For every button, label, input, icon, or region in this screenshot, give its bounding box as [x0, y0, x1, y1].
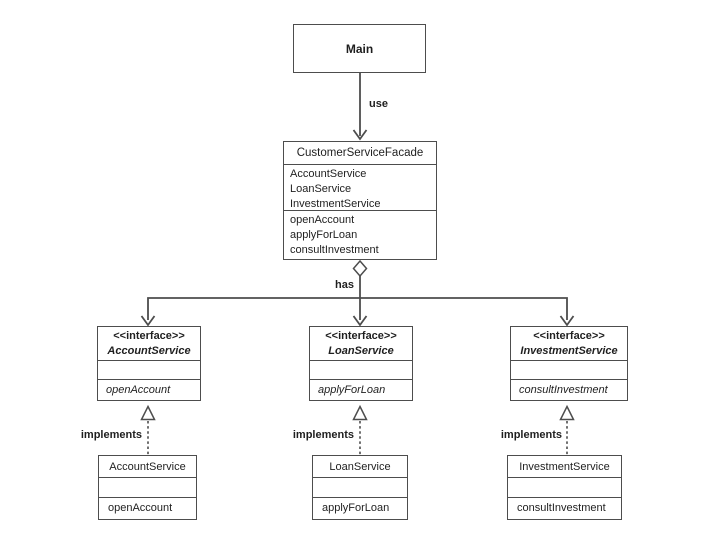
interface-stereotype: <<interface>>: [325, 330, 397, 342]
interface-name: AccountService: [107, 345, 191, 357]
interface-name: LoanService: [328, 345, 394, 357]
class-attributes-empty: [313, 477, 407, 497]
interface-node-account-service: <<interface>> AccountService openAccount: [97, 326, 201, 401]
interface-header: <<interface>> InvestmentService: [511, 327, 627, 360]
facade-method: consultInvestment: [290, 244, 379, 256]
realization-triangle-right-icon: [559, 404, 575, 421]
class-attributes-empty: [99, 477, 196, 497]
facade-method: openAccount: [290, 214, 355, 226]
interface-header: <<interface>> LoanService: [310, 327, 412, 360]
facade-attributes: AccountService LoanService InvestmentSer…: [284, 164, 436, 210]
class-method: applyForLoan: [313, 497, 407, 518]
interface-node-loan-service: <<interface>> LoanService applyForLoan: [309, 326, 413, 401]
aggregation-diamond-icon: [352, 259, 368, 278]
arrowhead-middle-icon: [352, 315, 368, 327]
facade-attribute: LoanService: [290, 183, 352, 195]
interface-stereotype: <<interface>>: [113, 330, 185, 342]
class-node-main: Main: [293, 24, 426, 73]
class-node-customer-service-facade: CustomerServiceFacade AccountService Loa…: [283, 141, 437, 260]
arrowhead-left-icon: [140, 315, 156, 327]
has-aggregation-connector: [140, 259, 575, 327]
facade-methods: openAccount applyForLoan consultInvestme…: [284, 210, 436, 258]
arrowhead-right-icon: [559, 315, 575, 327]
interface-node-investment-service: <<interface>> InvestmentService consultI…: [510, 326, 628, 401]
realization-arrow-middle: [352, 404, 368, 455]
interface-method: consultInvestment: [511, 379, 627, 399]
edge-label-use: use: [369, 98, 388, 110]
interface-method: applyForLoan: [310, 379, 412, 399]
use-arrow: [352, 73, 368, 141]
facade-title: CustomerServiceFacade: [296, 147, 424, 159]
edge-label-implements-right: implements: [500, 429, 562, 441]
interface-header: <<interface>> AccountService: [98, 327, 200, 360]
class-node-investment-service: InvestmentService consultInvestment: [507, 455, 622, 520]
interface-name: InvestmentService: [520, 345, 618, 357]
class-title-main: Main: [345, 41, 374, 56]
edge-label-implements-left: implements: [80, 429, 142, 441]
class-node-loan-service: LoanService applyForLoan: [312, 455, 408, 520]
edge-label-implements-middle: implements: [292, 429, 354, 441]
realization-arrow-left: [140, 404, 156, 455]
facade-attribute: InvestmentService: [290, 198, 381, 210]
facade-method: applyForLoan: [290, 229, 358, 241]
interface-stereotype: <<interface>>: [533, 330, 605, 342]
realization-triangle-left-icon: [140, 404, 156, 421]
realization-triangle-middle-icon: [352, 404, 368, 421]
class-title: LoanService: [329, 460, 391, 473]
interface-attributes-empty: [511, 360, 627, 379]
class-method: consultInvestment: [508, 497, 621, 518]
class-node-account-service: AccountService openAccount: [98, 455, 197, 520]
interface-attributes-empty: [98, 360, 200, 379]
edge-label-has: has: [335, 279, 354, 291]
class-title: InvestmentService: [519, 460, 610, 473]
interface-method: openAccount: [98, 379, 200, 399]
class-attributes-empty: [508, 477, 621, 497]
class-method: openAccount: [99, 497, 196, 518]
interface-attributes-empty: [310, 360, 412, 379]
realization-arrow-right: [559, 404, 575, 455]
facade-attribute: AccountService: [290, 168, 367, 180]
class-title: AccountService: [109, 460, 186, 473]
